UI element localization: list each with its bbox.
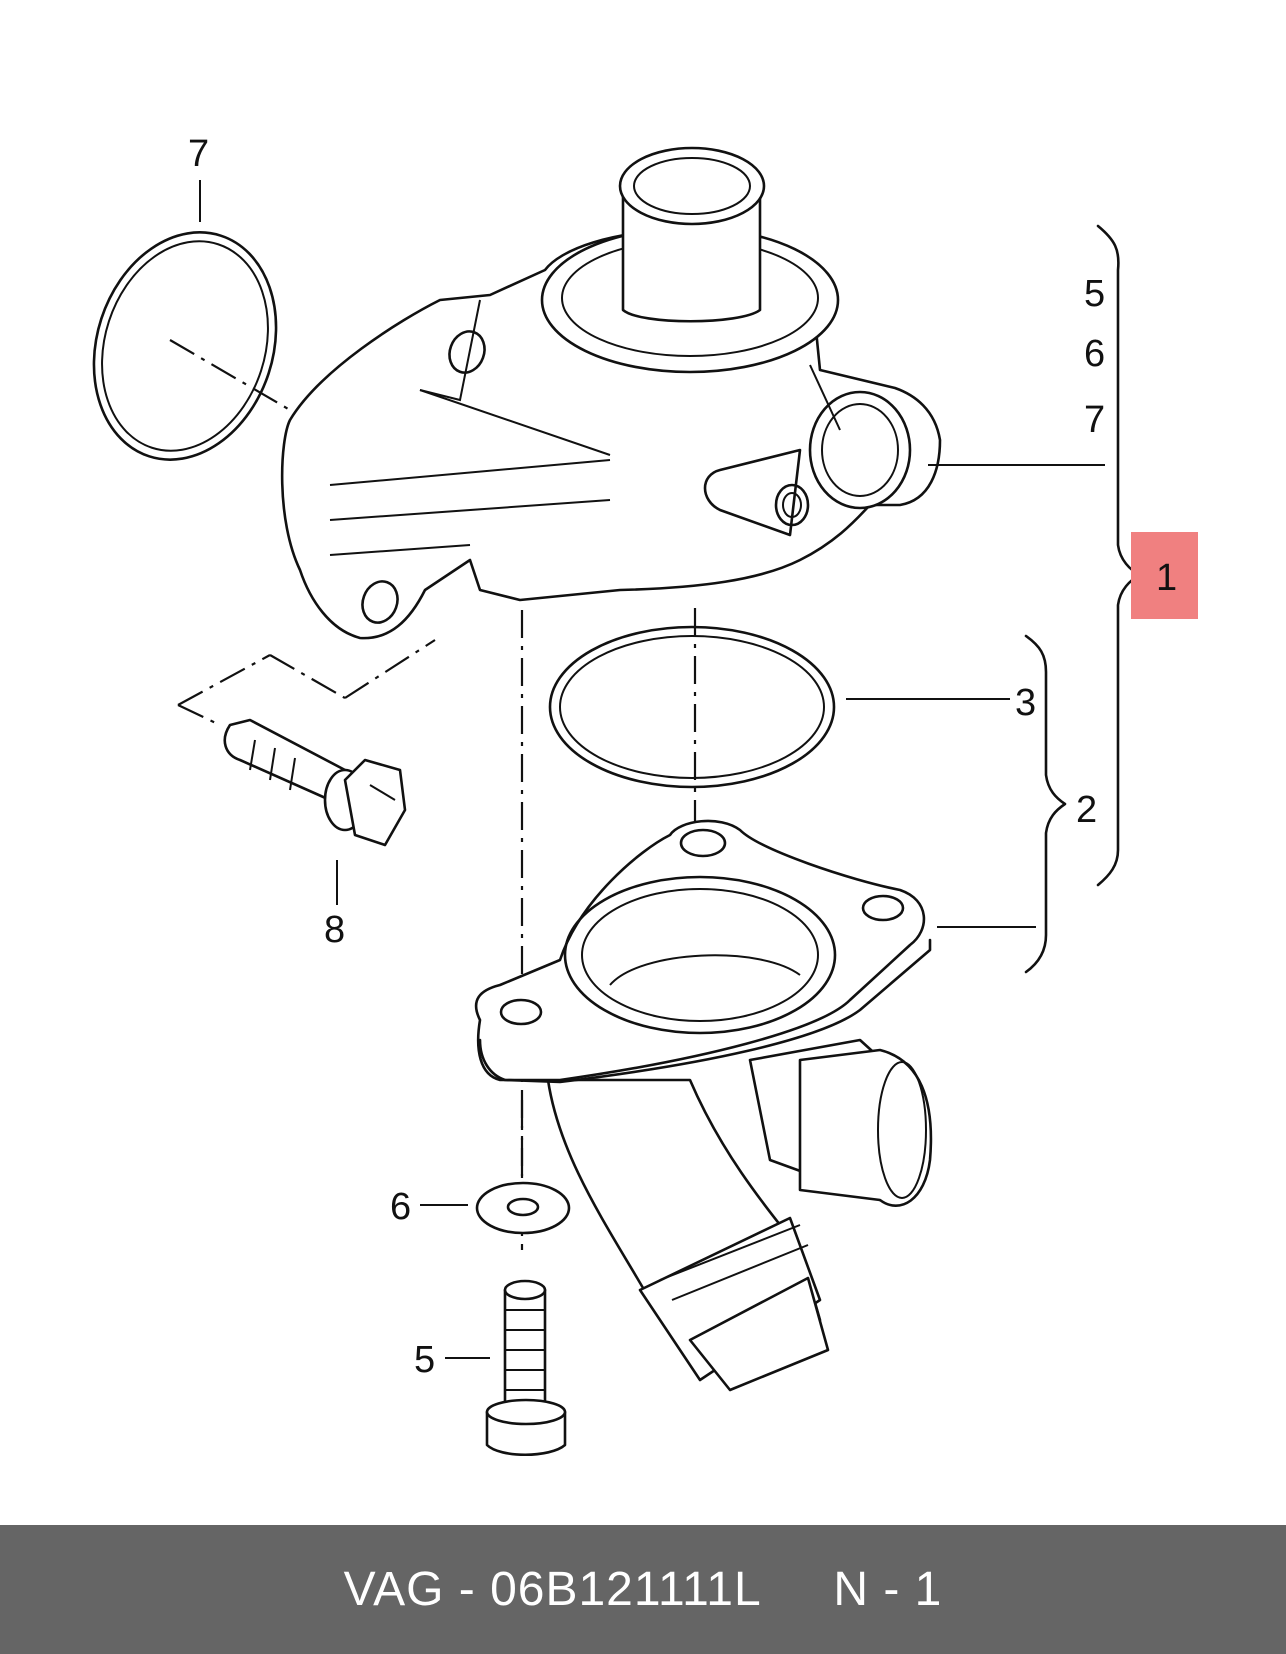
bracket-2 — [1024, 634, 1067, 974]
callout-6-bracket: 6 — [1084, 333, 1105, 375]
callout-2: 2 — [1076, 789, 1097, 831]
parts-diagram: 7 5 6 7 1 3 2 8 6 5 — [92, 133, 1198, 1457]
callout-5-bottom: 5 — [414, 1339, 435, 1381]
o-ring-7 — [92, 231, 291, 461]
footer-suffix: N - 1 — [833, 1563, 943, 1616]
thermostat-housing — [280, 146, 942, 640]
footer-brand: VAG — [343, 1563, 445, 1616]
callout-1-highlight — [1131, 532, 1198, 619]
bolt-8 — [177, 639, 436, 847]
footer-gap — [762, 1562, 834, 1617]
lower-housing — [474, 819, 933, 1392]
callout-7-bracket: 7 — [1084, 399, 1105, 441]
callout-8: 8 — [324, 909, 345, 951]
bolt-5 — [485, 1279, 567, 1457]
callout-1: 1 — [1156, 557, 1177, 599]
callout-6-bottom: 6 — [390, 1186, 411, 1228]
footer-part-number: 06B121111L — [490, 1563, 762, 1616]
o-ring-3 — [548, 625, 836, 789]
washer-6 — [475, 1181, 571, 1235]
callout-3: 3 — [1015, 682, 1036, 724]
callout-5-bracket: 5 — [1084, 273, 1105, 315]
footer-separator: - — [444, 1563, 491, 1616]
callout-7-top: 7 — [188, 133, 209, 175]
part-number-footer: VAG - 06B121111L N - 1 — [0, 1525, 1286, 1654]
